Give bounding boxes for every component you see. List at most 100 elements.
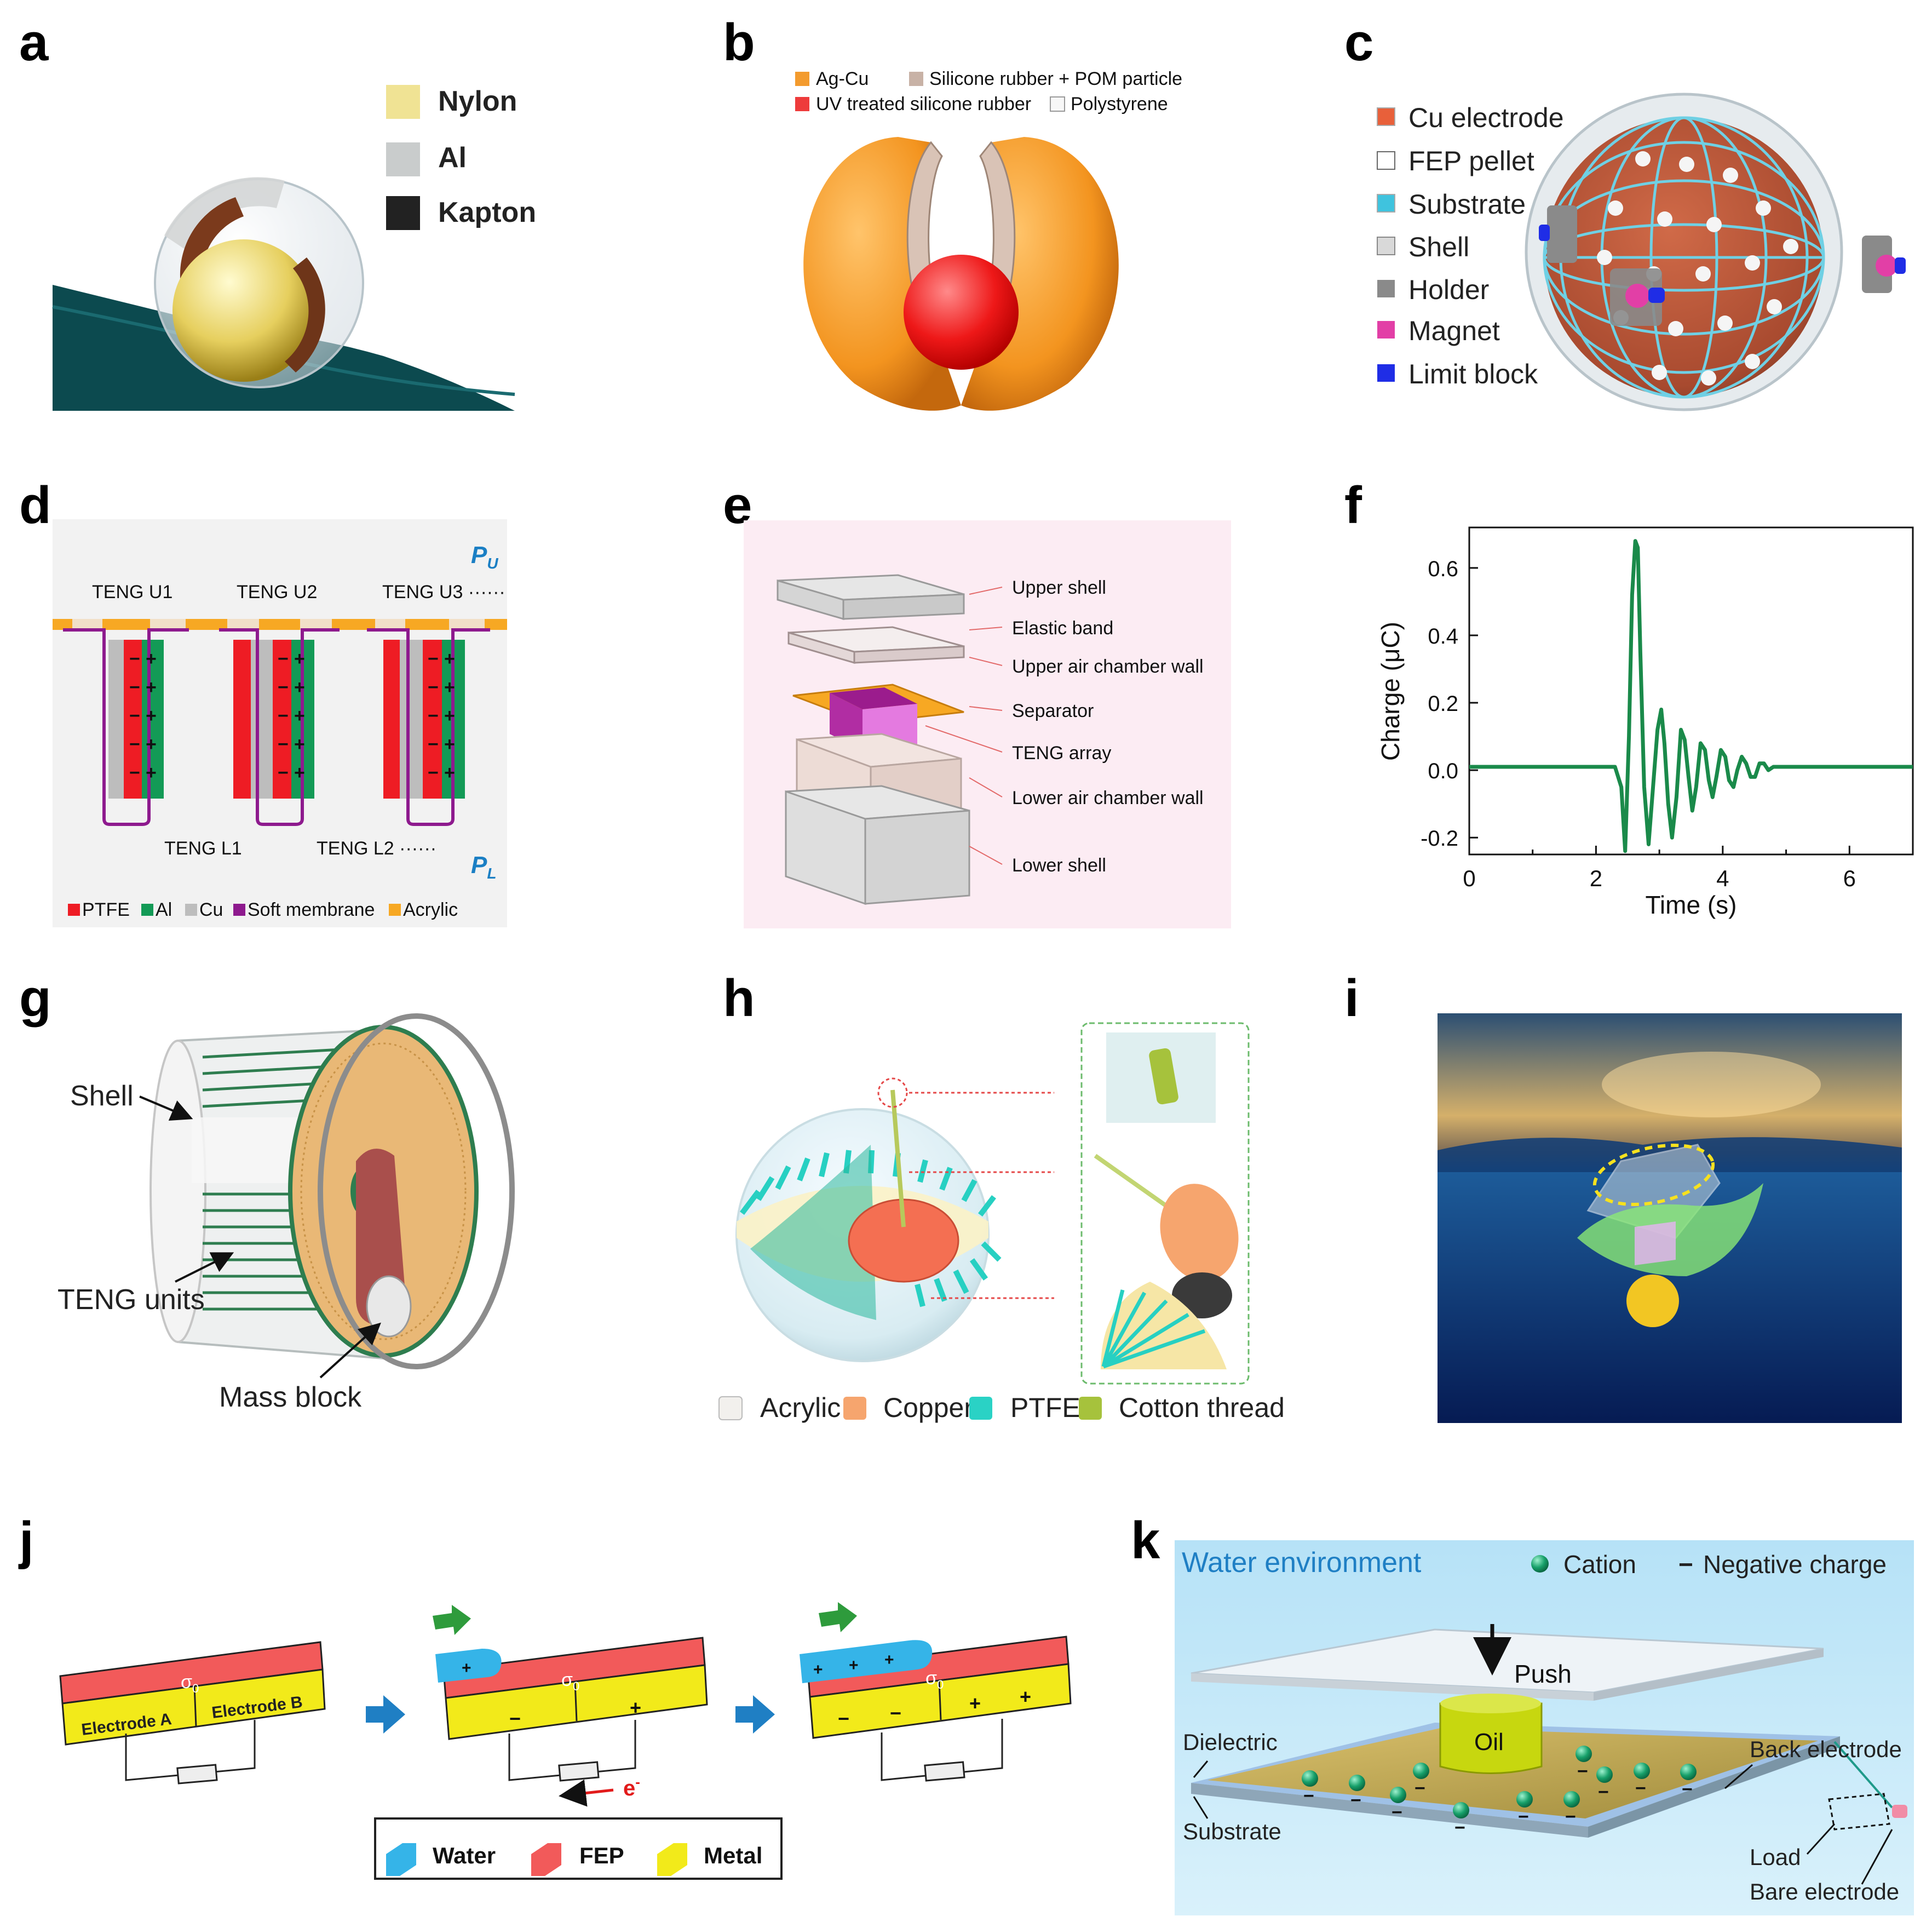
svg-text:+: + [294, 734, 305, 755]
panel-label-d: d [19, 476, 51, 535]
ptfe-fringe [740, 1150, 1002, 1307]
legend-ptfe: PTFE [82, 899, 130, 920]
panel-label-g: g [19, 969, 51, 1028]
svg-text:+: + [813, 1661, 823, 1679]
label-separator: Separator [1012, 701, 1094, 721]
svg-text:+: + [884, 1651, 894, 1669]
oil-label: Oil [1474, 1729, 1504, 1755]
flow-arrow-3 [819, 1602, 857, 1632]
pl-label: PL [471, 852, 496, 882]
e-leader-lines [925, 587, 1003, 865]
svg-text:+: + [462, 1659, 472, 1677]
legend-nylon: Nylon [438, 85, 517, 117]
panel-label-i: i [1344, 969, 1359, 1028]
callout-teng-units: TENG units [58, 1284, 205, 1316]
upper-shell [777, 574, 965, 620]
svg-text:+: + [444, 734, 455, 755]
svg-text:+: + [444, 705, 455, 726]
arrow-j-1 [366, 1695, 405, 1734]
svg-text:−: − [1518, 1806, 1529, 1827]
svg-text:+: + [294, 762, 305, 783]
svg-text:+: + [294, 677, 305, 698]
svg-text:−: − [1577, 1761, 1588, 1782]
electron-label: e- [623, 1774, 640, 1800]
svg-text:−: − [428, 677, 439, 698]
chart-series-line [1469, 539, 1913, 853]
cation-legend-icon [1531, 1555, 1549, 1573]
panel-b: b Ag-Cu Silicone rubber + POM particle U… [723, 13, 1182, 411]
legend-d: PTFE Al Cu Soft membrane Acrylic [68, 899, 458, 920]
cations [1302, 1746, 1697, 1818]
label-dielectric: Dielectric [1183, 1729, 1278, 1755]
legend-cotton-thread: Cotton thread [1119, 1392, 1285, 1423]
svg-text:−: − [1454, 1817, 1465, 1838]
legend-ptfe-h: PTFE [1010, 1392, 1080, 1423]
svg-text:−: − [838, 1707, 849, 1730]
svg-text:+: + [146, 649, 157, 669]
svg-text:−: − [1682, 1779, 1693, 1800]
svg-text:−: − [278, 677, 289, 698]
panel-h: h [718, 969, 1285, 1423]
svg-text:+: + [444, 677, 455, 698]
legend-copper: Copper [883, 1392, 973, 1423]
legend-negative-charge: Negative charge [1703, 1550, 1887, 1579]
uv-silicone-ball [904, 255, 1019, 370]
label-upper-air-chamber-wall: Upper air chamber wall [1012, 656, 1204, 677]
panel-c: c Cu electrode FEP pellet Substrate Shel… [1344, 13, 1906, 411]
teng-u2: TENG U2 [237, 582, 317, 603]
callout-mass-block: Mass block [219, 1381, 362, 1413]
svg-text:+: + [630, 1696, 641, 1719]
chart-xlabel: Time (s) [1646, 891, 1737, 919]
svg-text:+: + [294, 705, 305, 726]
legend-fep-pellet: FEP pellet [1408, 146, 1534, 176]
legend-al-d: Al [156, 899, 172, 920]
legend-polystyrene: Polystyrene [1071, 94, 1168, 114]
y-tick-label: -0.2 [1421, 827, 1458, 851]
svg-text:−: − [509, 1707, 521, 1730]
svg-text:+: + [146, 677, 157, 698]
legend-magnet: Magnet [1408, 315, 1500, 346]
label-load: Load [1750, 1844, 1801, 1870]
svg-text:+: + [146, 705, 157, 726]
bare-electrode [1892, 1805, 1907, 1818]
legend-cation: Cation [1563, 1550, 1636, 1579]
svg-text:+: + [444, 649, 455, 669]
legend-acrylic-h: Acrylic [760, 1392, 841, 1423]
push-label: Push [1514, 1660, 1572, 1688]
x-tick-label: 2 [1590, 865, 1602, 891]
panel-e: e [723, 476, 1231, 928]
svg-text:+: + [969, 1692, 981, 1714]
panel-k: k Water environment Cation − Negative ch… [1131, 1511, 1914, 1915]
upper-air-chamber-wall [787, 626, 965, 664]
svg-text:−: − [129, 649, 140, 669]
panel-label-f: f [1344, 476, 1362, 535]
label-substrate-k: Substrate [1183, 1818, 1281, 1844]
panel-d: d PU PL TENG U1 TENG U2 TENG U3 ······ [19, 476, 507, 927]
svg-text:−: − [278, 734, 289, 755]
nylon-ball [173, 239, 315, 382]
legend-j: Water FEP Metal [374, 1817, 783, 1880]
j-state-3: ++ + σ0 −− ++ [800, 1602, 1072, 1782]
callout-shell: Shell [70, 1080, 134, 1112]
teng-unit-1 [63, 619, 189, 826]
water-environment-title: Water environment [1182, 1547, 1422, 1579]
svg-text:−: − [428, 705, 439, 726]
svg-text:−: − [1565, 1806, 1576, 1827]
panel-a: a Nylon Al Kapton [19, 13, 536, 411]
holder-left [1547, 205, 1577, 263]
limit-block-left [1539, 225, 1550, 241]
panel-label-a: a [19, 13, 49, 72]
legend-metal: Metal [704, 1843, 762, 1868]
sigma-label-1: σ0 [181, 1672, 199, 1695]
svg-text:−: − [1350, 1790, 1361, 1811]
svg-text:+: + [146, 734, 157, 755]
legend-limit-block: Limit block [1408, 359, 1538, 389]
back-electrode [1208, 1728, 1818, 1818]
legend-holder: Holder [1408, 274, 1489, 305]
j-state-2: + σ0 − + e- [433, 1605, 708, 1807]
pu-label: PU [471, 542, 498, 572]
svg-text:−: − [129, 705, 140, 726]
